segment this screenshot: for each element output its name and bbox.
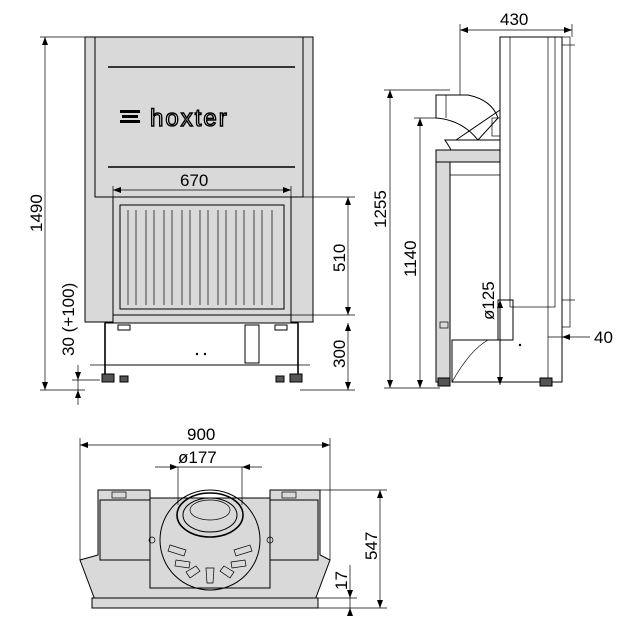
flue-elbow <box>435 94 499 141</box>
front-view: hoxter <box>84 36 314 383</box>
air-inlet <box>497 299 514 341</box>
flue-collar <box>176 492 244 538</box>
base-control <box>244 324 260 364</box>
front-casing <box>84 36 314 323</box>
brand-logo: hoxter <box>120 104 229 133</box>
top-plate-circle <box>159 489 261 591</box>
base-frame <box>104 322 299 366</box>
front-plate <box>91 597 319 609</box>
foot-right <box>289 373 303 383</box>
dim-depth: 430 <box>500 10 528 29</box>
glass-pane <box>119 204 285 310</box>
baffle-slots <box>167 544 253 584</box>
dim-base-height: 300 <box>330 340 349 368</box>
dim-overall-depth: 547 <box>362 532 381 560</box>
dim-flue-height: 1255 <box>371 190 390 228</box>
dim-flue-diameter: ø177 <box>178 448 217 467</box>
front-door-profile <box>435 161 451 383</box>
logo-text: hoxter <box>150 105 229 132</box>
top-outline <box>79 489 331 601</box>
dim-rear-offset: 40 <box>594 328 613 347</box>
front-dimensions: 1490 30 (+100) 670 510 300 <box>27 36 355 405</box>
dim-air-inlet-diameter: ø125 <box>479 281 498 320</box>
dim-overall-height: 1490 <box>27 194 46 232</box>
side-casing <box>499 36 563 383</box>
side-dimensions: 430 1255 1140 ø125 40 <box>371 10 613 389</box>
dim-air-inlet-height: 1140 <box>401 240 420 277</box>
dim-glass-height: 510 <box>330 244 349 272</box>
side-view <box>435 36 575 387</box>
dim-foot-adjust: 30 (+100) <box>59 283 78 356</box>
side-foot <box>539 377 553 387</box>
dim-glass-width: 670 <box>180 171 208 190</box>
firebox-bricks <box>127 210 273 305</box>
dim-front-offset: 17 <box>332 571 351 590</box>
dim-overall-width: 900 <box>187 425 215 444</box>
door-bottom-rail <box>112 314 292 324</box>
top-dimensions: 900 ø177 547 17 <box>79 425 387 616</box>
foot-left <box>101 373 115 383</box>
top-view <box>79 489 331 609</box>
